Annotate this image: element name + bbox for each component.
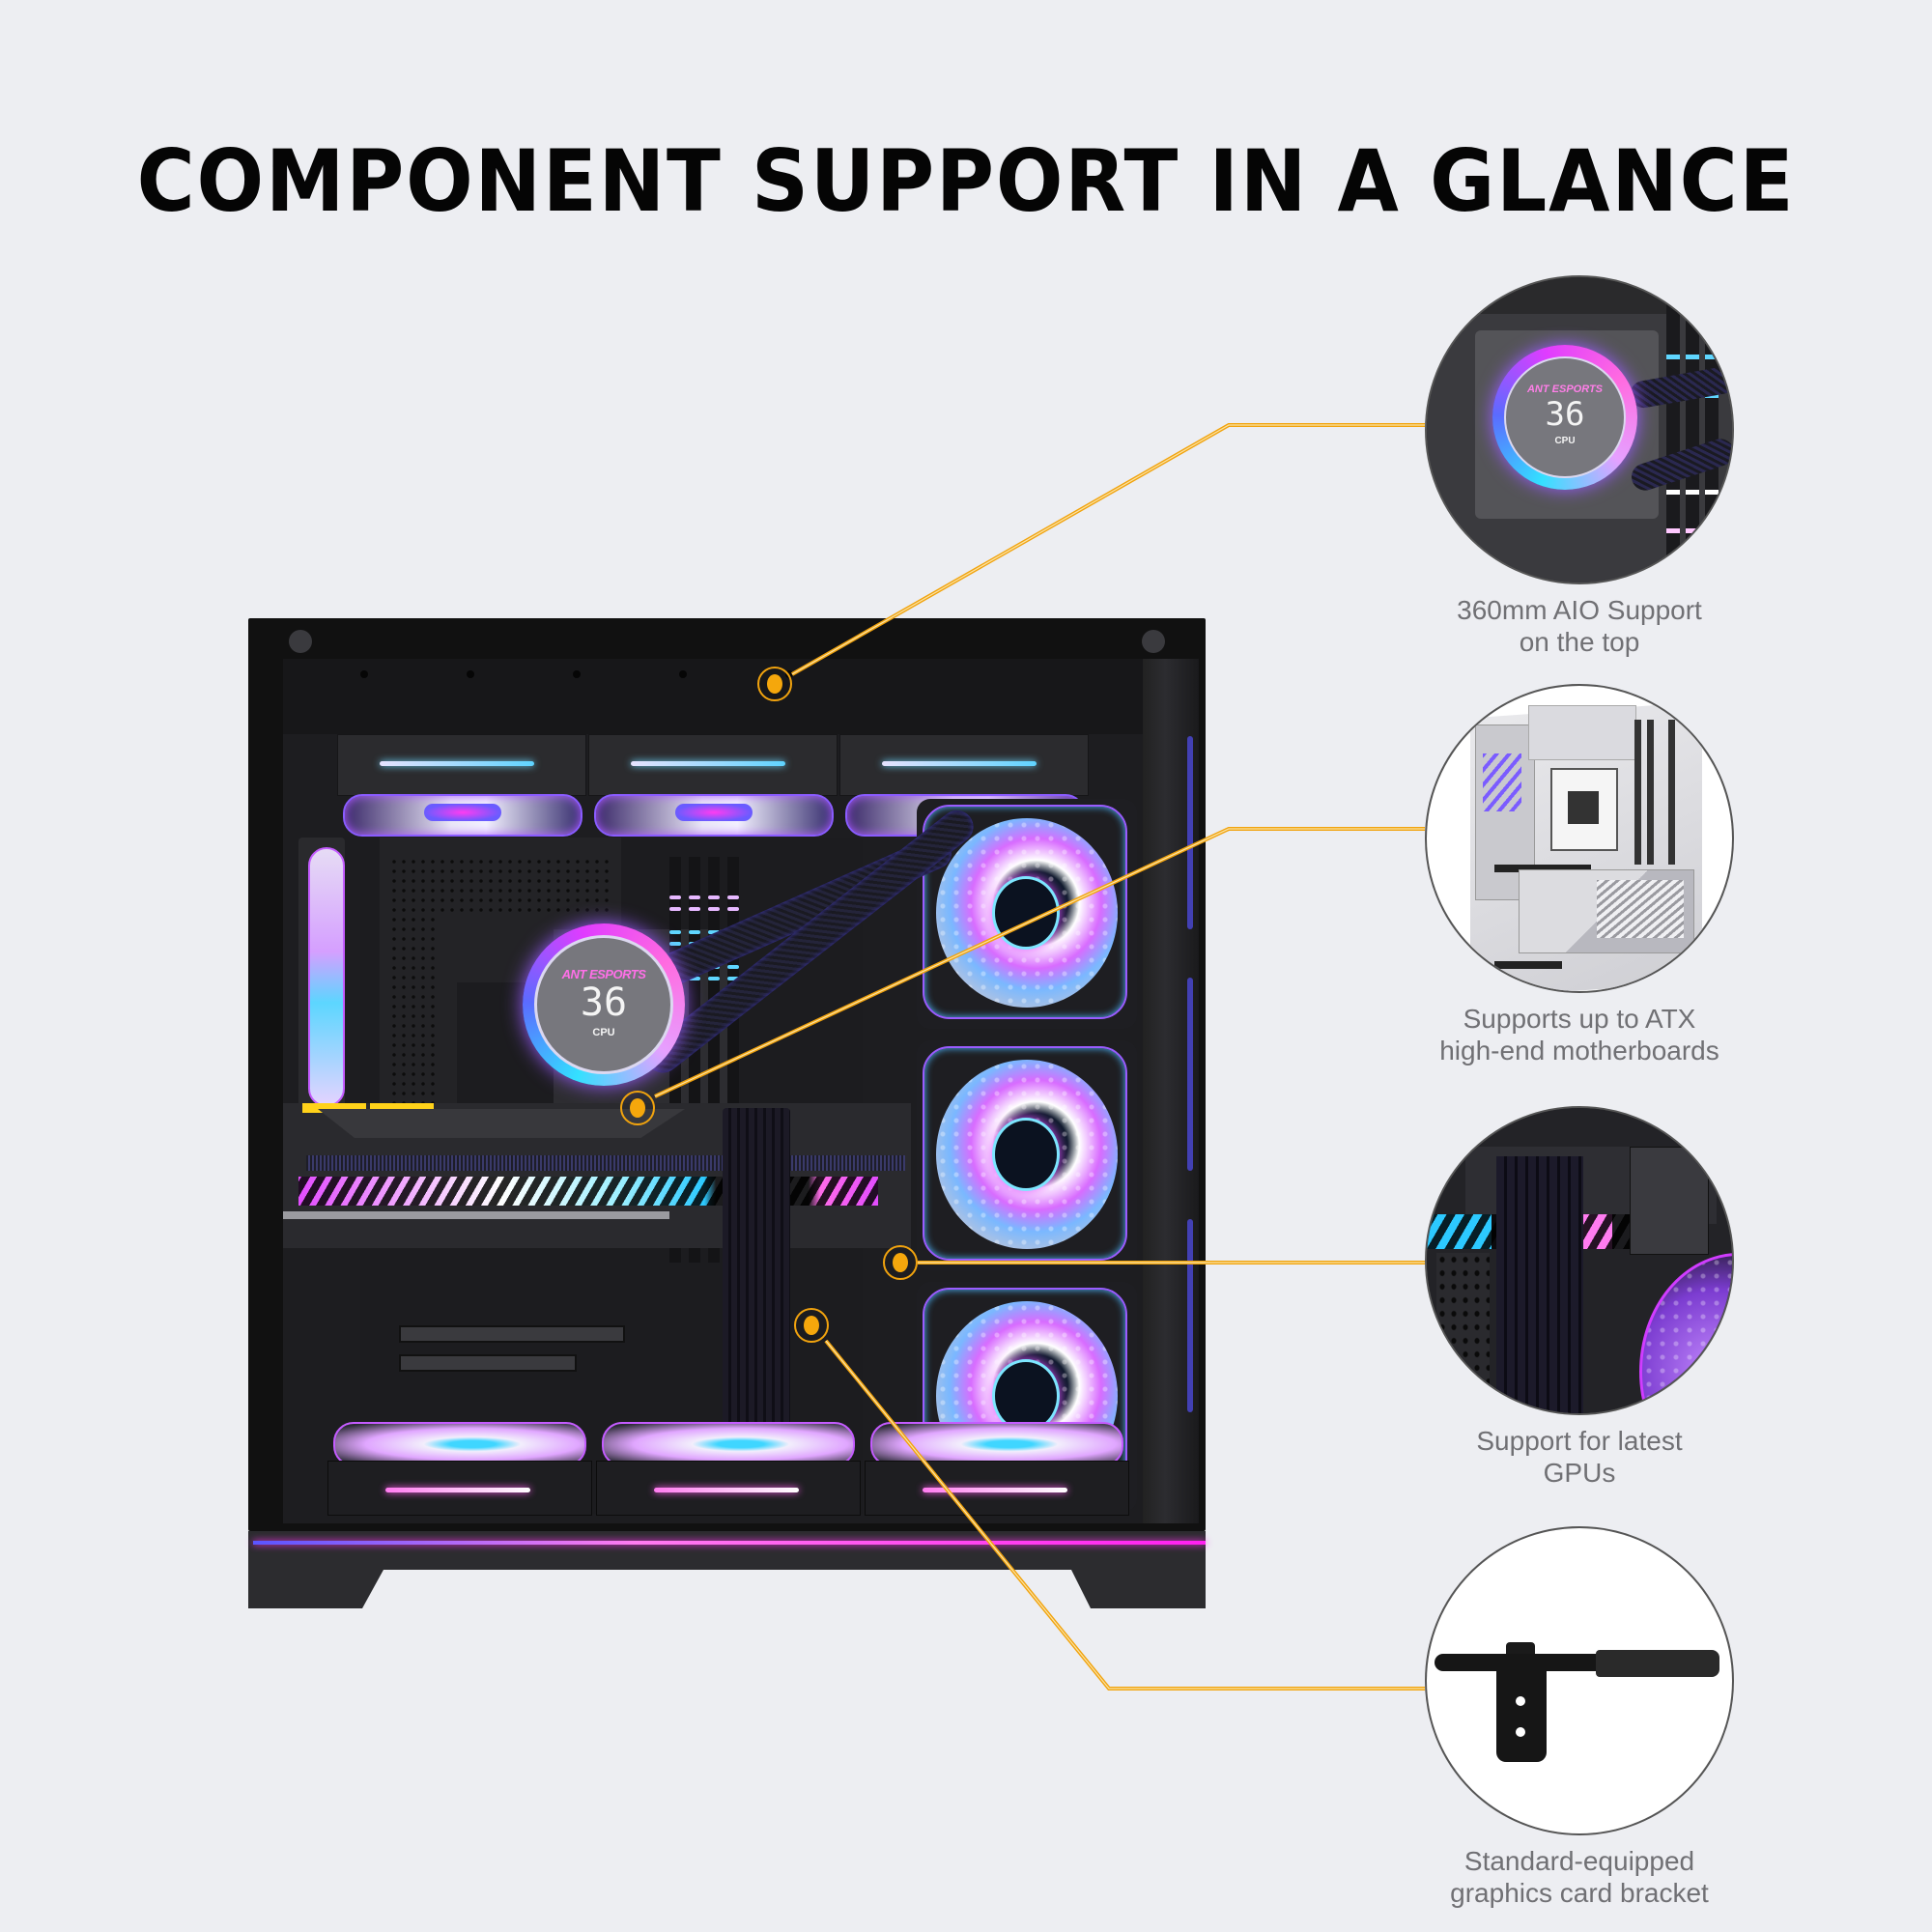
feature-aio: ANT ESPORTS 36 CPU 360mm AIO Support on … — [1425, 275, 1734, 658]
feature-image-motherboard — [1425, 684, 1734, 993]
feature-caption: 360mm AIO Support on the top — [1425, 594, 1734, 658]
caption-line: Standard-equipped — [1463, 1846, 1695, 1876]
feature-bracket: Standard-equipped graphics card bracket — [1425, 1526, 1734, 1909]
feature-caption: Supports up to ATX high-end motherboards — [1425, 1003, 1734, 1066]
callout-marker-aio[interactable] — [757, 667, 792, 701]
case-interior: ANT ESPORTS 36 CPU — [283, 659, 1143, 1523]
pump-label: CPU — [1554, 436, 1576, 446]
feature-image-gpu — [1425, 1106, 1734, 1415]
pump-temperature: 36 — [580, 980, 628, 1025]
pump-temperature: 36 — [1545, 395, 1585, 434]
feature-motherboard: Supports up to ATX high-end motherboards — [1425, 684, 1734, 1066]
side-intake-fan — [917, 1040, 1137, 1270]
gpu-power-cable — [723, 1108, 790, 1475]
feature-image-bracket — [1425, 1526, 1734, 1835]
pump-brand-logo: ANT ESPORTS — [1526, 384, 1604, 395]
bottom-fan — [865, 1422, 1129, 1516]
top-radiator-mount — [283, 659, 1143, 734]
screw-icon — [289, 630, 312, 653]
aio-pump-closeup: ANT ESPORTS 36 CPU — [1492, 345, 1637, 490]
feature-caption: Support for latest GPUs — [1425, 1425, 1734, 1489]
caption-line: Support for latest — [1476, 1426, 1683, 1456]
pcie-slot — [399, 1325, 625, 1343]
top-radiator-fan — [337, 734, 586, 840]
feature-gpu: Support for latest GPUs — [1425, 1106, 1734, 1489]
bottom-fan — [596, 1422, 861, 1516]
caption-line: 360mm AIO Support — [1457, 595, 1702, 625]
caption-line: on the top — [1519, 627, 1640, 657]
pcie-slot — [399, 1354, 577, 1372]
page-title: COMPONENT SUPPORT IN A GLANCE — [136, 131, 1796, 231]
rear-fan — [298, 838, 345, 1113]
front-glass-panel — [1143, 659, 1199, 1523]
caption-line: GPUs — [1543, 1458, 1616, 1488]
aio-pump: ANT ESPORTS 36 CPU — [523, 923, 685, 1086]
feature-caption: Standard-equipped graphics card bracket — [1425, 1845, 1734, 1909]
caption-line: high-end motherboards — [1439, 1036, 1719, 1065]
caption-line: graphics card bracket — [1450, 1878, 1709, 1908]
callout-marker-motherboard[interactable] — [620, 1091, 655, 1125]
pump-brand-logo: ANT ESPORTS — [561, 967, 646, 981]
screw-icon — [1142, 630, 1165, 653]
caption-line: Supports up to ATX — [1463, 1004, 1696, 1034]
callout-marker-bracket[interactable] — [794, 1308, 829, 1343]
feature-image-aio: ANT ESPORTS 36 CPU — [1425, 275, 1734, 584]
base-rgb-strip — [253, 1541, 1206, 1545]
pc-case-illustration: ANT ESPORTS 36 CPU — [248, 618, 1206, 1608]
callout-marker-gpu[interactable] — [883, 1245, 918, 1280]
top-radiator-fan — [588, 734, 838, 840]
graphics-card — [283, 1084, 911, 1258]
pump-label: CPU — [592, 1027, 615, 1038]
gpu-rgb-strip — [298, 1177, 878, 1206]
bottom-fan — [327, 1422, 592, 1516]
